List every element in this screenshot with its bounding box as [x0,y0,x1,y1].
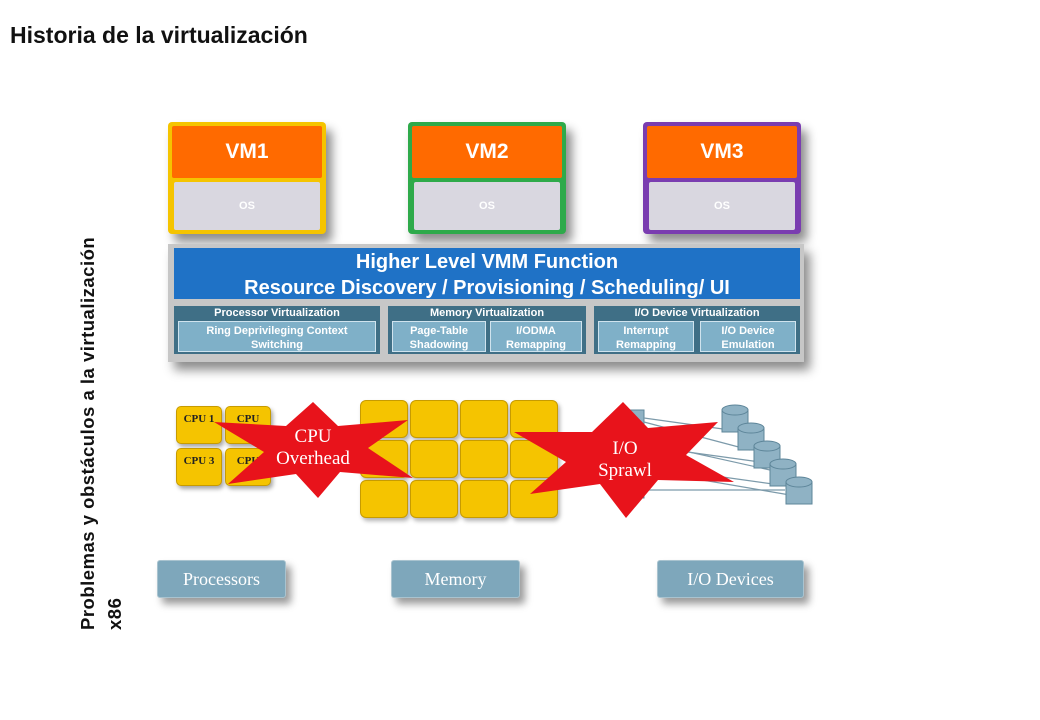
vm1-label: VM1 [172,126,322,178]
vm3-box: VM3 OS [643,122,801,234]
vmm-line2: Resource Discovery / Provisioning / Sche… [244,277,730,299]
page-table-shadowing-box: Page-Table Shadowing [392,321,486,352]
cpu-overhead-line1: CPU [294,426,332,447]
io-sprawl-star [514,402,734,518]
side-label: Problemas y obstáculos a la virtualizaci… [77,237,125,630]
cpu-overhead-star [214,402,413,498]
cpu-overhead-line2: Overhead [276,448,350,469]
processor-virtualization-group: Processor Virtualization Ring Deprivileg… [174,306,380,354]
vm1-os: OS [174,182,320,230]
disk-icons [721,404,813,505]
vmm-layer: Higher Level VMM Function Resource Disco… [168,244,804,362]
vmm-function-bar: Higher Level VMM Function Resource Disco… [174,248,800,299]
memory-cell [460,480,508,518]
io-dma-remapping-box: I/ODMA Remapping [490,321,582,352]
vm3-os: OS [649,182,795,230]
memory-grid [360,400,570,520]
memory-virtualization-group: Memory Virtualization Page-Table Shadowi… [388,306,586,354]
io-device-emulation-box: I/O Device Emulation [700,321,796,352]
vm1-box: VM1 OS [168,122,326,234]
memory-cell [360,480,408,518]
side-label-line1: Problemas y obstáculos a la virtualizaci… [77,237,98,630]
cpu-overhead-label: CPU Overhead [243,426,383,470]
io-sprawl-line2: Sprawl [598,460,652,481]
processors-label: Processors [157,560,286,598]
vm2-box: VM2 OS [408,122,566,234]
memory-label: Memory [391,560,520,598]
interrupt-remapping-box: Interrupt Remapping [598,321,694,352]
vmm-line1: Higher Level VMM Function [355,251,619,273]
io-sprawl-line1: I/O [612,438,638,459]
page-title: Historia de la virtualización [10,22,308,48]
memory-cell [410,440,458,478]
memory-cell [410,480,458,518]
ring-deprivileging-box: Ring Deprivileging Context Switching [178,321,376,352]
cpu-overhead-star-shape [214,402,413,498]
io-device-virtualization-group: I/O Device Virtualization Interrupt Rema… [594,306,800,354]
memory-cell [410,400,458,438]
side-label-line2: x86 [104,598,125,630]
cpu-1: CPU 1 [176,406,222,444]
vm2-os: OS [414,182,560,230]
io-device-virtualization-title: I/O Device Virtualization [634,307,760,319]
io-sprawl-label: I/O Sprawl [555,438,695,482]
memory-cell [460,400,508,438]
memory-cell [460,440,508,478]
vm2-label: VM2 [412,126,562,178]
processor-virtualization-title: Processor Virtualization [214,307,340,319]
cpu-3: CPU 3 [176,448,222,486]
io-sprawl-star-shape [514,402,734,518]
vm3-label: VM3 [647,126,797,178]
memory-virtualization-title: Memory Virtualization [429,307,545,319]
io-devices-label: I/O Devices [657,560,804,598]
